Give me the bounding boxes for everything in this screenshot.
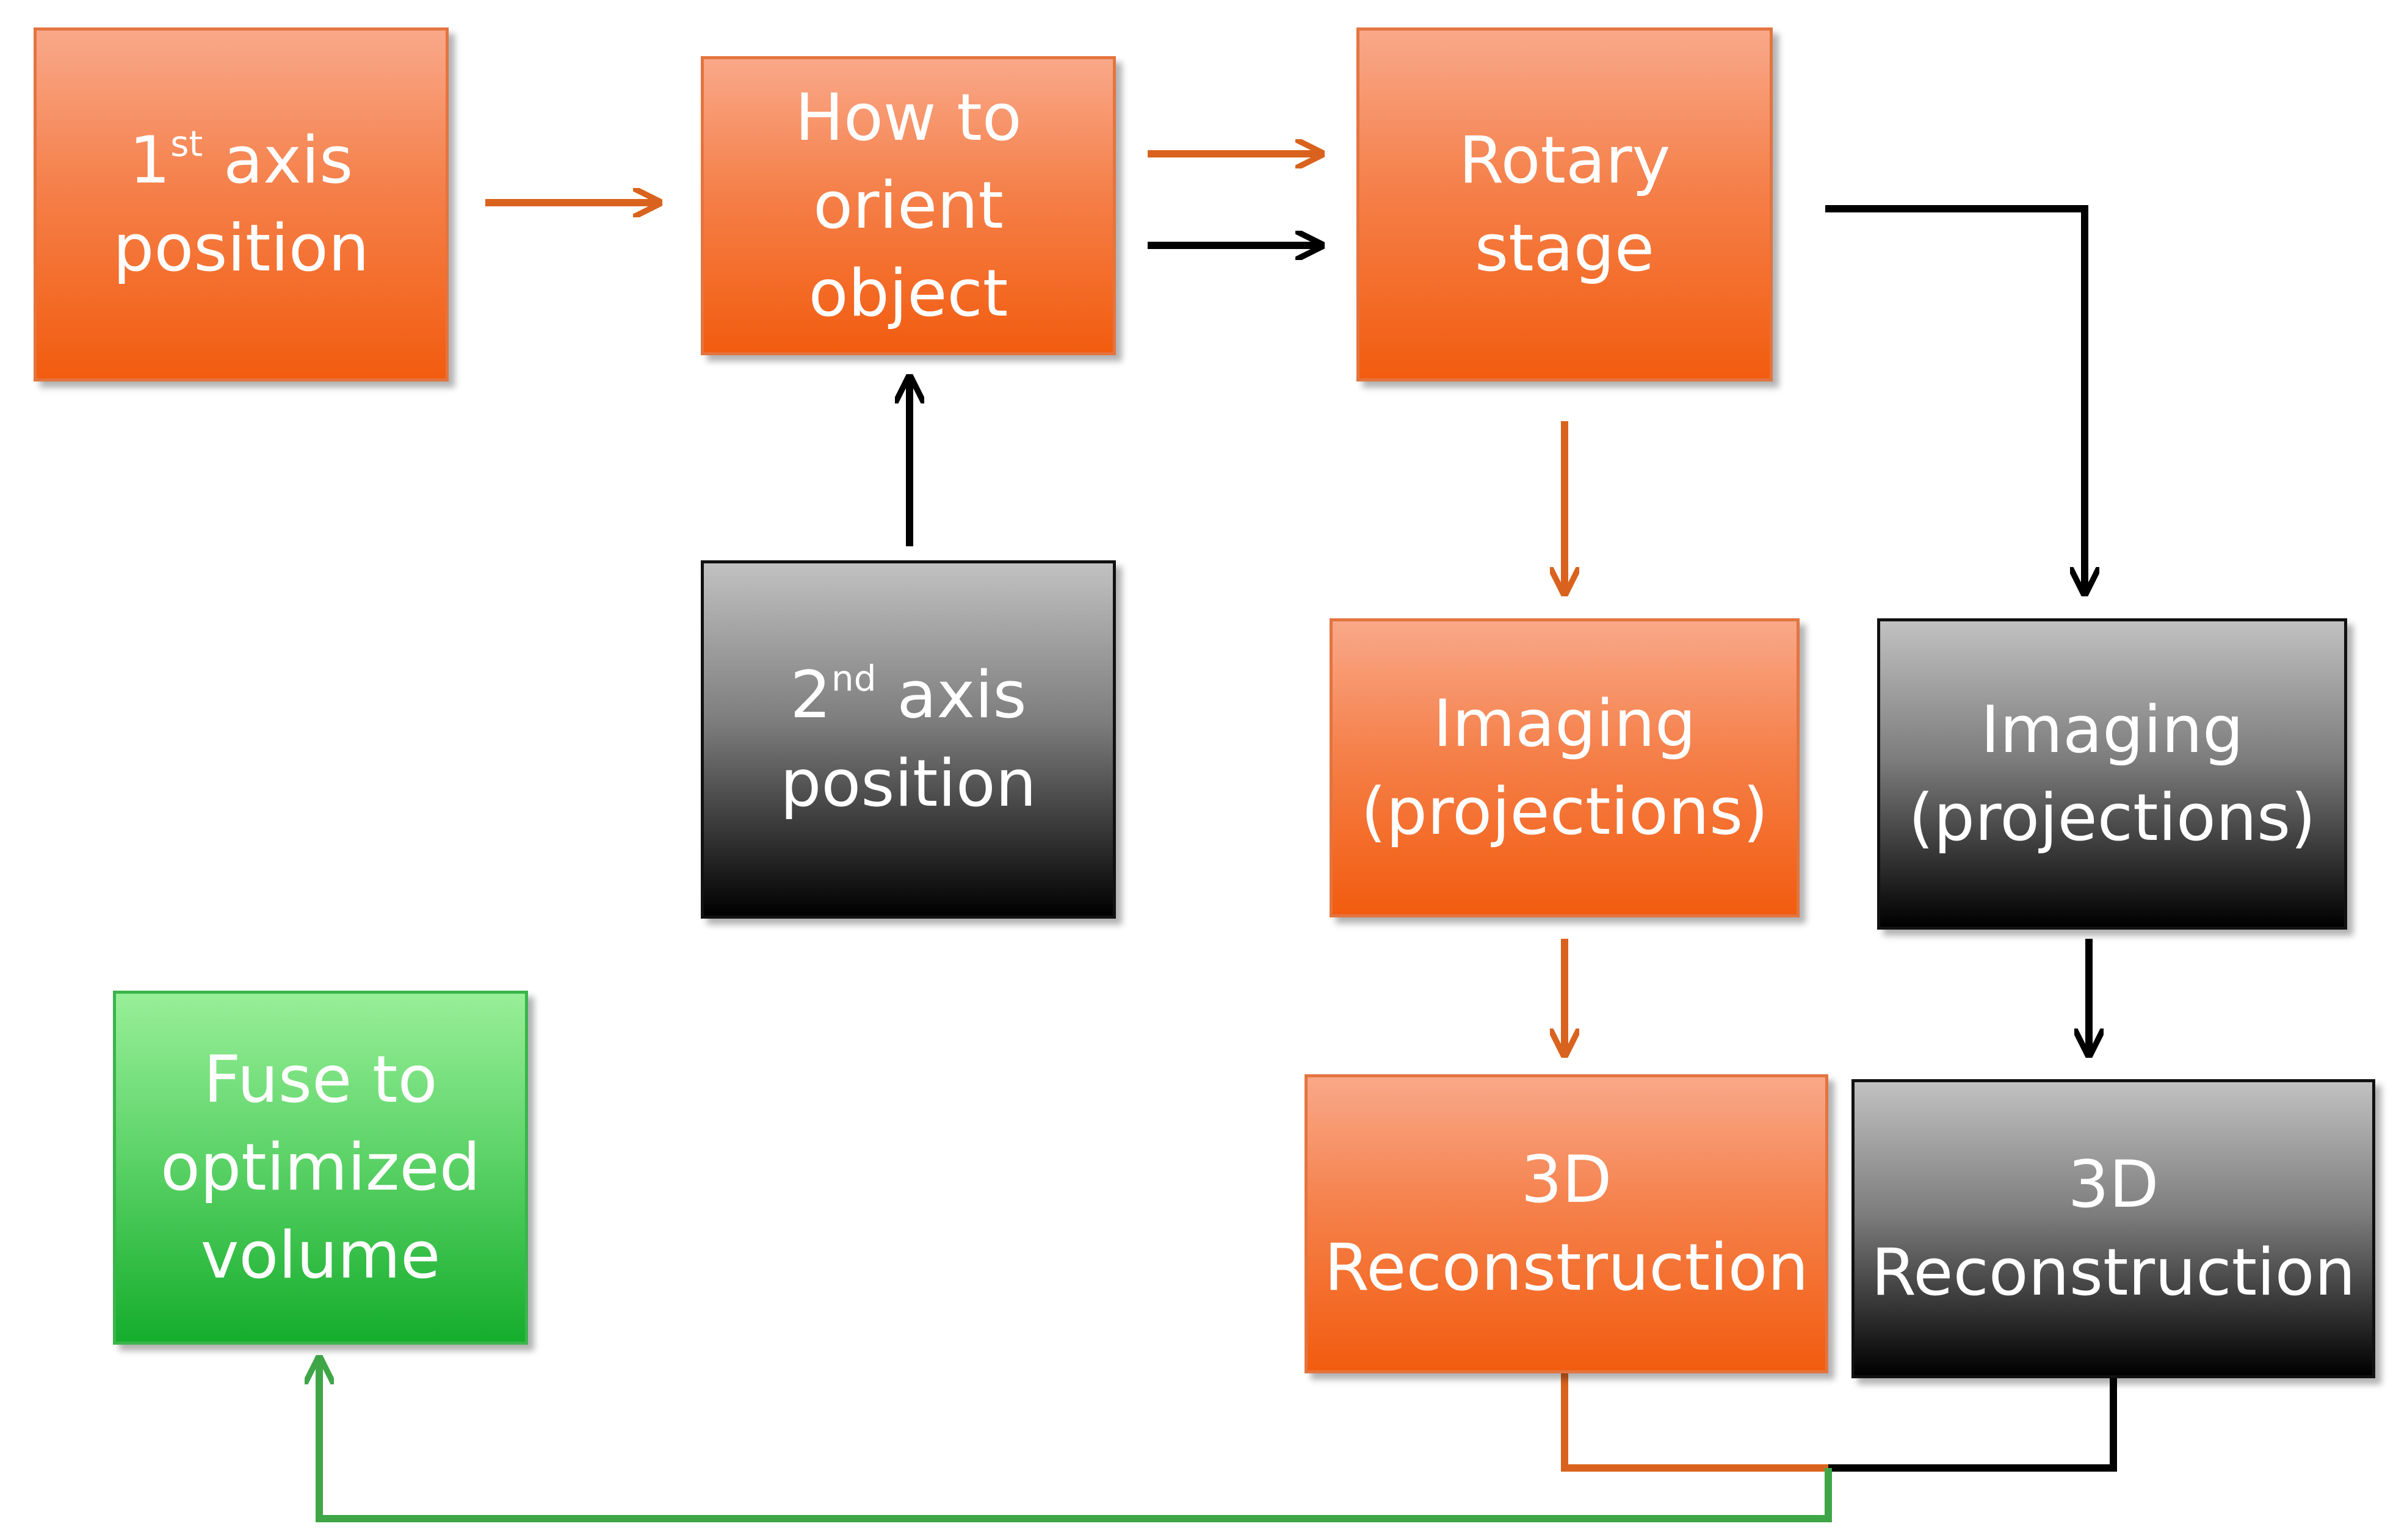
connector-recon-orange-out bbox=[1561, 1372, 1828, 1472]
box-first-axis-position: 1st axis position bbox=[34, 27, 449, 381]
box-rotary-stage: Rotary stage bbox=[1356, 27, 1773, 381]
box-how-to-orient-object: How to orient object bbox=[701, 56, 1116, 355]
second-axis-label-line2: position bbox=[780, 745, 1037, 821]
connector-recon-gray-out bbox=[1828, 1378, 2117, 1472]
orient-label-line3: object bbox=[808, 256, 1008, 331]
recon-gray-label-line2: Reconstruction bbox=[1871, 1235, 2356, 1310]
box-imaging-projections-gray: Imaging (projections) bbox=[1877, 618, 2347, 930]
imaging-gray-label-line2: (projections) bbox=[1908, 780, 2316, 855]
box-3d-reconstruction-gray: 3D Reconstruction bbox=[1851, 1079, 2375, 1378]
box-fuse-to-optimized-volume: Fuse to optimized volume bbox=[113, 991, 528, 1345]
recon-orange-label-line2: Reconstruction bbox=[1324, 1230, 1809, 1305]
rotary-label-line1: Rotary bbox=[1458, 122, 1671, 198]
fuse-label-line1: Fuse to bbox=[203, 1041, 438, 1117]
orient-label-line2: orient bbox=[813, 167, 1004, 243]
arrow-rotary-to-imaging-gray bbox=[1825, 205, 2085, 593]
box-3d-reconstruction-orange: 3D Reconstruction bbox=[1305, 1074, 1828, 1373]
first-axis-label-line1: 1st axis bbox=[129, 122, 353, 198]
imaging-gray-label-line1: Imaging bbox=[1980, 692, 2244, 767]
box-imaging-projections-orange: Imaging (projections) bbox=[1330, 618, 1800, 917]
second-axis-label-line1: 2nd axis bbox=[790, 657, 1027, 733]
rotary-label-line2: stage bbox=[1474, 211, 1655, 286]
imaging-orange-label-line1: Imaging bbox=[1433, 685, 1696, 761]
fuse-label-line3: volume bbox=[200, 1218, 441, 1293]
recon-orange-label-line1: 3D bbox=[1521, 1141, 1612, 1217]
fuse-label-line2: optimized bbox=[161, 1129, 480, 1205]
orient-label-line1: How to bbox=[795, 79, 1022, 155]
imaging-orange-label-line2: (projections) bbox=[1361, 774, 1768, 849]
recon-gray-label-line1: 3D bbox=[2068, 1146, 2159, 1222]
first-axis-label-line2: position bbox=[113, 211, 369, 286]
arrow-merge-to-fuse bbox=[319, 1358, 1832, 1522]
box-second-axis-position: 2nd axis position bbox=[701, 560, 1116, 919]
